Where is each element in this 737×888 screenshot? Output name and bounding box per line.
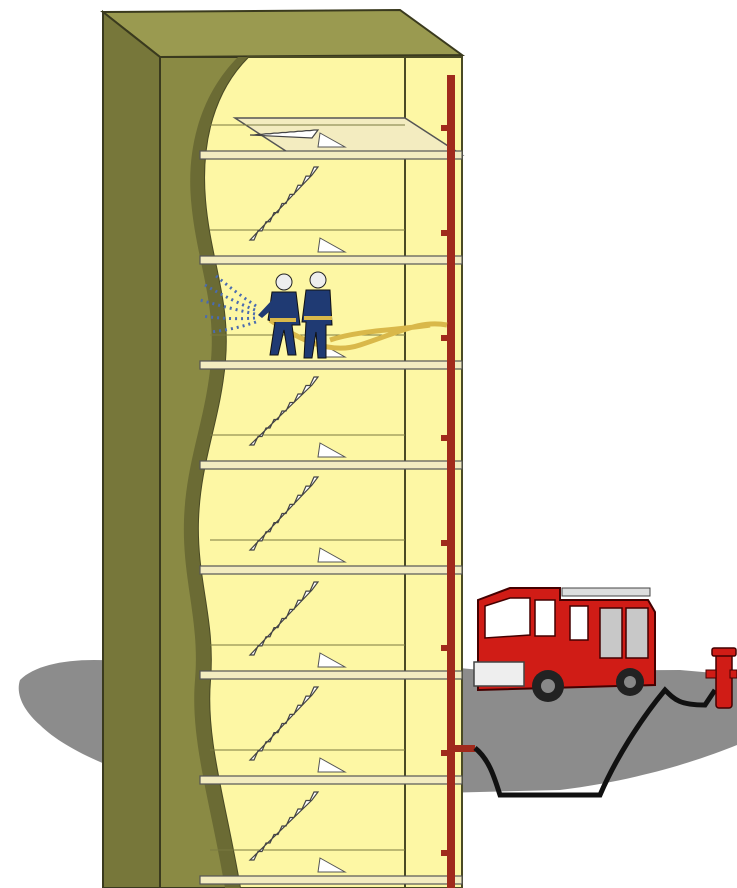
riser-inlet	[455, 745, 475, 752]
riser-outlet	[441, 750, 449, 756]
floor-slab	[200, 876, 462, 884]
fire-truck-icon	[474, 588, 655, 702]
riser-outlet	[441, 125, 449, 131]
riser-outlet	[441, 850, 449, 856]
riser-pipe	[447, 75, 455, 888]
riser-outlet	[441, 645, 449, 651]
floor-slab	[200, 256, 462, 264]
floor-slab	[200, 151, 462, 159]
riser-outlet	[441, 435, 449, 441]
riser-outlet	[441, 230, 449, 236]
floor-slab	[200, 361, 462, 369]
floor-slab	[200, 776, 462, 784]
building-roof	[103, 10, 462, 57]
floor-slab	[200, 671, 462, 679]
building-side-wall	[103, 12, 160, 888]
riser-outlet	[441, 335, 449, 341]
floor-slab	[200, 461, 462, 469]
riser-outlet	[441, 540, 449, 546]
floor-slab	[200, 566, 462, 574]
